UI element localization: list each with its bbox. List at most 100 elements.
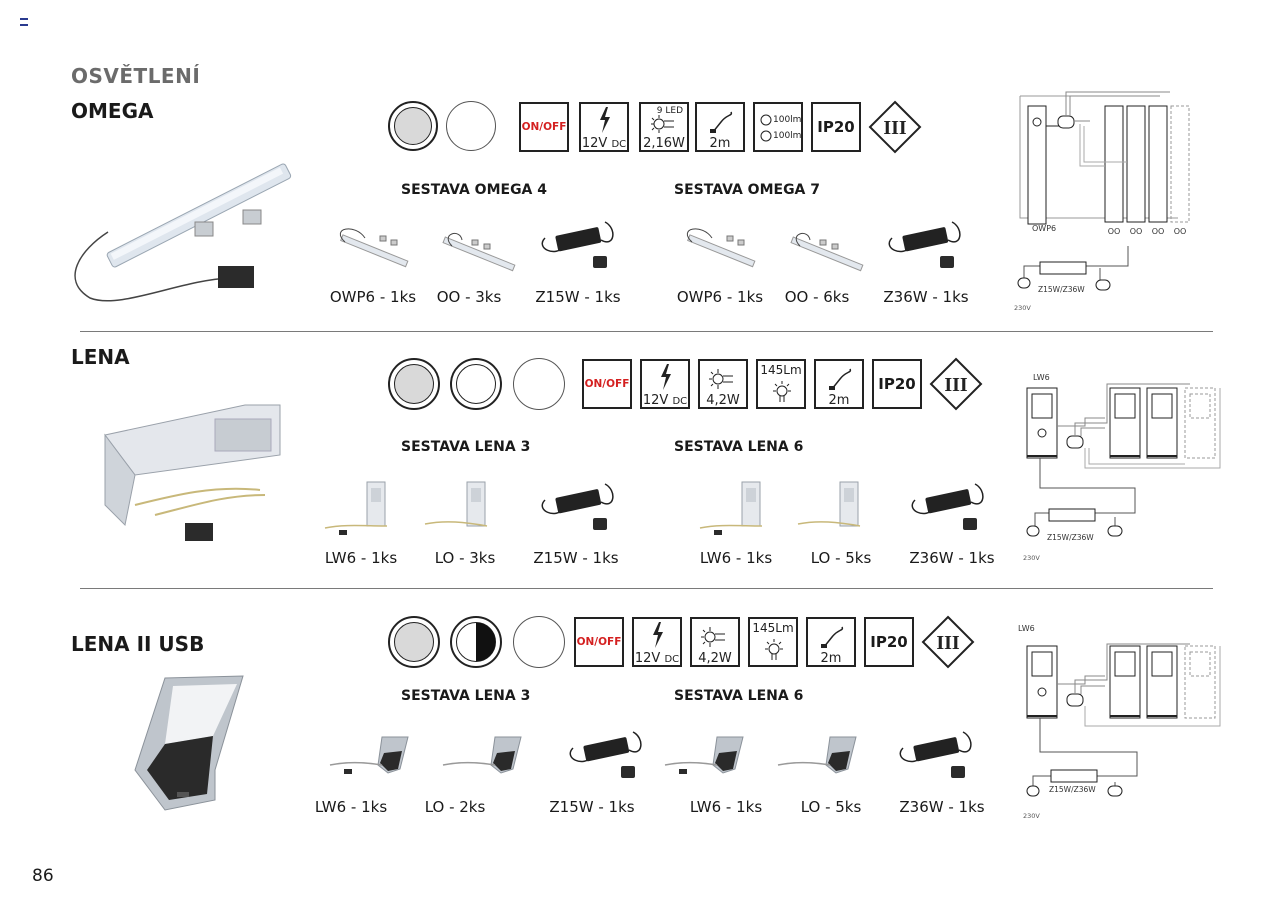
- cable-icon: 2m: [814, 359, 864, 409]
- diagram-main-label: LW6: [1018, 624, 1035, 633]
- set-title: SESTAVA LENA 3: [401, 688, 531, 704]
- set-item-caption: LW6 - 1ks: [324, 549, 398, 567]
- bulb-icon: [701, 627, 725, 647]
- diagram-aux-label: OO: [1108, 227, 1121, 236]
- set-item-caption: LO - 5ks: [800, 798, 862, 816]
- lumen-icon: 145Lm: [748, 617, 798, 667]
- set-item-caption: LW6 - 1ks: [314, 798, 388, 816]
- diagram-aux-label: OO: [1130, 227, 1143, 236]
- bulb-icon: [651, 115, 674, 133]
- lw6-image: [699, 481, 763, 535]
- dc-label: DC: [611, 139, 627, 150]
- protection-class-value: III: [883, 117, 907, 139]
- driver-z15w-image: [569, 731, 642, 778]
- owp6-image: [686, 228, 756, 268]
- diagram-aux-label: OO: [1152, 227, 1165, 236]
- set-title: SESTAVA LENA 6: [674, 439, 804, 455]
- cable-length: 2m: [820, 651, 842, 666]
- set-title: SESTAVA LENA 3: [401, 439, 531, 455]
- set-title: SESTAVA LENA 6: [674, 688, 804, 704]
- set-item-caption: LO - 3ks: [434, 549, 496, 567]
- voltage-icon: 12V DC: [632, 617, 682, 667]
- product-title-omega: OMEGA: [71, 99, 154, 123]
- driver-z15w-image: [541, 483, 614, 530]
- set-item-caption: OO - 6ks: [784, 288, 850, 306]
- omega-product-image: [74, 163, 292, 302]
- cable-length: 2m: [709, 136, 731, 151]
- diagram-mains-label: 230V: [1014, 304, 1031, 312]
- lumen-a: 100lm: [773, 115, 802, 125]
- voltage-value: 12V: [642, 393, 669, 408]
- set-item-caption: Z36W - 1ks: [883, 288, 969, 306]
- lumen-b: 100lm: [773, 131, 802, 141]
- diagram-driver-label: Z15W/Z36W: [1049, 785, 1096, 794]
- lumen-value: 145Lm: [752, 621, 794, 635]
- diagram-main-label: OWP6: [1032, 224, 1056, 233]
- set-item-caption: OWP6 - 1ks: [676, 288, 764, 306]
- set-item-caption: LO - 2ks: [424, 798, 486, 816]
- swatch-black-white: [450, 616, 502, 668]
- power-value: 2,16W: [643, 136, 685, 151]
- oo-image: [442, 232, 516, 272]
- lumen-icon: 100lm 100lm: [753, 102, 803, 152]
- section-divider: [80, 331, 1213, 332]
- owp6-image: [339, 228, 409, 268]
- product-title-lena: LENA: [71, 345, 130, 369]
- diagram-driver-label: Z15W/Z36W: [1038, 285, 1085, 294]
- diagram-main-label: LW6: [1033, 373, 1050, 382]
- lightbulb-icon: [765, 639, 783, 660]
- lena-product-image: [104, 404, 281, 541]
- voltage-icon: 12V DC: [579, 102, 629, 152]
- set-item-caption: LW6 - 1ks: [689, 798, 763, 816]
- lw6-usb-image: [664, 736, 744, 774]
- lo-usb-image: [777, 736, 857, 774]
- section-divider: [80, 588, 1213, 589]
- lo-usb-image: [442, 736, 522, 774]
- cable-icon: 2m: [806, 617, 856, 667]
- ip-rating-icon: IP20: [872, 359, 922, 409]
- protection-class-value: III: [944, 374, 968, 396]
- bulb-icon: [709, 369, 733, 389]
- set-item-caption: LO - 5ks: [810, 549, 872, 567]
- led-power-icon: 9 LED 2,16W: [639, 102, 689, 152]
- set-item-caption: Z36W - 1ks: [909, 549, 995, 567]
- category-heading: OSVĚTLENÍ: [71, 64, 201, 88]
- oo-image: [790, 232, 864, 272]
- set-item-caption: Z15W - 1ks: [533, 549, 619, 567]
- power-value: 4,2W: [698, 651, 732, 666]
- driver-z36w-image: [899, 731, 972, 778]
- protection-class-value: III: [936, 632, 960, 654]
- swatch-white: [513, 358, 565, 410]
- lo-image: [424, 481, 488, 527]
- set-item-caption: Z15W - 1ks: [549, 798, 635, 816]
- cable-icon: 2m: [695, 102, 745, 152]
- page-number: 86: [32, 866, 54, 886]
- voltage-value: 12V: [581, 136, 608, 151]
- set-item-caption: OWP6 - 1ks: [329, 288, 417, 306]
- set-item-caption: Z15W - 1ks: [535, 288, 621, 306]
- driver-z36w-image: [888, 221, 961, 268]
- dc-label: DC: [664, 654, 680, 665]
- power-icon: 4,2W: [690, 617, 740, 667]
- lumen-value: 145Lm: [760, 363, 802, 377]
- ip-rating-icon: IP20: [811, 102, 861, 152]
- swatch-white: [446, 101, 496, 151]
- product-title-lena-usb: LENA II USB: [71, 632, 205, 656]
- lumen-icon: 145Lm: [756, 359, 806, 409]
- set-title: SESTAVA OMEGA 7: [674, 182, 821, 198]
- protection-class-icon: III: [921, 615, 975, 669]
- swatch-white-ring: [450, 358, 502, 410]
- swatch-silver: [388, 616, 440, 668]
- lena-usb-wiring-diagram: LW6 Z15W/Z36W 230V: [1018, 624, 1221, 820]
- lo-image: [797, 481, 861, 527]
- cable-length: 2m: [828, 393, 850, 408]
- omega-wiring-diagram: OWP6 OO OO OO OO Z15W/Z36W 230V: [1014, 91, 1190, 312]
- diagram-mains-label: 230V: [1023, 554, 1040, 562]
- driver-z15w-image: [541, 221, 614, 268]
- power-icon: 4,2W: [698, 359, 748, 409]
- swatch-silver: [388, 101, 438, 151]
- set-title: SESTAVA OMEGA 4: [401, 182, 548, 198]
- dc-label: DC: [672, 396, 688, 407]
- voltage-value: 12V: [634, 651, 661, 666]
- lena-wiring-diagram: LW6 Z15W/Z36W 230V: [1023, 373, 1221, 562]
